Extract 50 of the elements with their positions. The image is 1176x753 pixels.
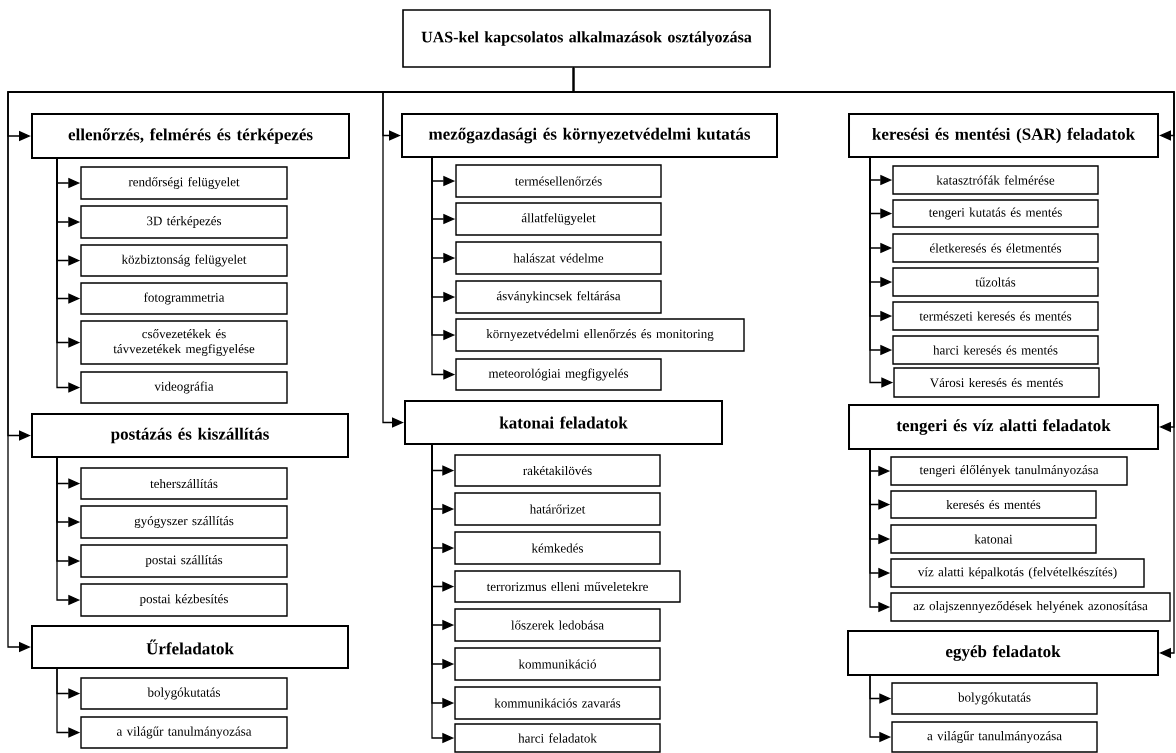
item-box: videográfia bbox=[80, 371, 288, 404]
item-box: állatfelügyelet bbox=[455, 202, 662, 236]
arrow bbox=[572, 67, 1175, 659]
item-box: katasztrófák felmérése bbox=[892, 165, 1099, 195]
item-box: víz alatti képalkotás (felvételkészítés) bbox=[890, 558, 1145, 588]
category-box: ellenőrzés, felmérés és térképezés bbox=[31, 113, 350, 159]
item-box: kémkedés bbox=[454, 531, 661, 565]
item-box: harci feladatok bbox=[454, 723, 661, 753]
item-box: bolygókutatás bbox=[80, 677, 288, 710]
item-box: kommunikáció bbox=[454, 647, 661, 681]
item-box: terrorizmus elleni műveletekre bbox=[454, 570, 681, 603]
category-box: Űrfeladatok bbox=[31, 625, 349, 669]
item-box: természeti keresés és mentés bbox=[892, 301, 1099, 331]
item-box: kommunikációs zavarás bbox=[454, 686, 661, 720]
item-box: rakétakilövés bbox=[454, 454, 661, 487]
item-box: a világűr tanulmányozása bbox=[891, 721, 1098, 753]
category-box: postázás és kiszállítás bbox=[31, 413, 349, 458]
item-box: tűzoltás bbox=[892, 267, 1099, 297]
category-box: mezőgazdasági és környezetvédelmi kutatás bbox=[401, 113, 778, 158]
item-box: ásványkincsek feltárása bbox=[455, 280, 662, 314]
item-box: harci keresés és mentés bbox=[892, 335, 1099, 365]
category-box: keresési és mentési (SAR) feladatok bbox=[848, 113, 1159, 158]
item-box: környezetvédelmi ellenőrzés és monitoring bbox=[455, 318, 745, 352]
item-box: postai szállítás bbox=[80, 544, 288, 578]
item-box: termésellenőrzés bbox=[455, 164, 662, 198]
item-box: Városi keresés és mentés bbox=[893, 367, 1100, 398]
item-box: a világűr tanulmányozása bbox=[80, 716, 288, 749]
item-box: lőszerek ledobása bbox=[454, 608, 661, 642]
item-box: közbiztonság felügyelet bbox=[80, 244, 288, 277]
item-box: tengeri kutatás és mentés bbox=[892, 199, 1099, 228]
item-box: katonai bbox=[890, 524, 1097, 554]
category-box: tengeri és víz alatti feladatok bbox=[848, 404, 1159, 450]
item-box: tengeri élőlények tanulmányozása bbox=[890, 456, 1128, 486]
item-box: postai kézbesítés bbox=[80, 583, 288, 617]
item-box: 3D térképezés bbox=[80, 205, 288, 239]
item-box: meteorológiai megfigyelés bbox=[455, 358, 662, 391]
item-box: az olajszennyeződések helyének azonosítása bbox=[890, 592, 1171, 622]
item-box: életkeresés és életmentés bbox=[892, 233, 1099, 263]
category-box: katonai feladatok bbox=[404, 400, 723, 445]
item-box: teherszállítás bbox=[80, 467, 288, 500]
item-box: keresés és mentés bbox=[890, 490, 1097, 519]
category-box: egyéb feladatok bbox=[847, 630, 1159, 676]
item-box: csővezetékek és távvezetékek megfigyelése bbox=[80, 320, 288, 365]
item-box: fotogrammetria bbox=[80, 282, 288, 315]
item-box: halászat védelme bbox=[455, 241, 662, 275]
item-box: gyógyszer szállítás bbox=[80, 505, 288, 539]
item-box: rendőrségi felügyelet bbox=[80, 166, 288, 200]
root-box: UAS-kel kapcsolatos alkalmazások osztályozása bbox=[402, 9, 771, 68]
item-box: bolygókutatás bbox=[891, 682, 1098, 715]
item-box: határőrizet bbox=[454, 492, 661, 526]
